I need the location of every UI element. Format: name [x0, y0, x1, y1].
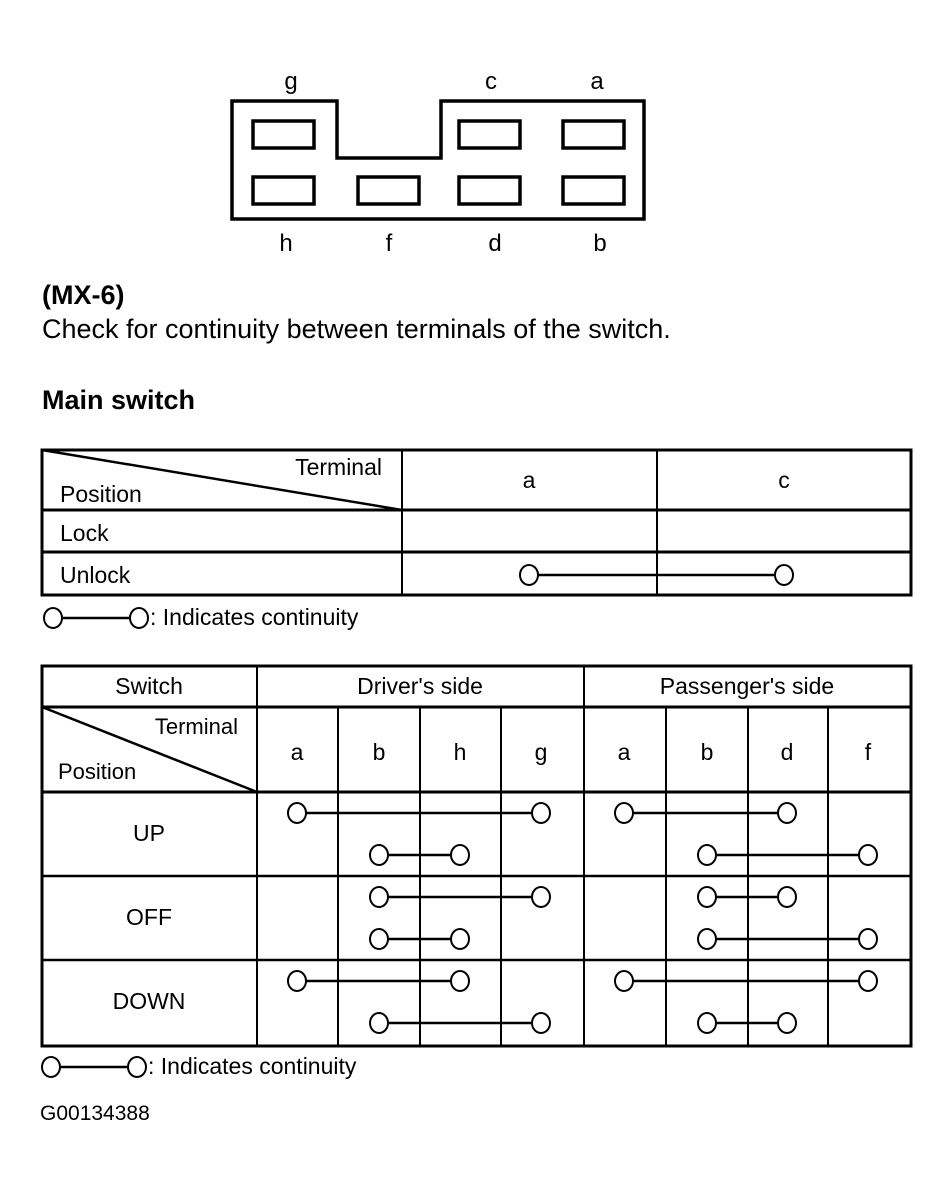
- terminal-node: [777, 886, 797, 908]
- terminal-node: [369, 886, 389, 908]
- legend-text: : Indicates continuity: [150, 604, 359, 630]
- terminal-node: [697, 928, 717, 950]
- corner-terminal-label: Terminal: [155, 714, 238, 739]
- continuity-connection: [369, 928, 470, 950]
- driver-terminal-g: g: [535, 739, 548, 765]
- terminal-header-a: a: [523, 467, 536, 493]
- terminal-node: [519, 564, 539, 586]
- terminal-node: [369, 1012, 389, 1034]
- terminal-node: [531, 1012, 551, 1034]
- connector-outline: [230, 99, 646, 221]
- terminal-node: [614, 802, 634, 824]
- passenger-terminal-f: f: [865, 739, 872, 765]
- power-window-switch-table: Switch Driver's side Passenger's side Te…: [40, 664, 913, 1048]
- continuity-symbol-icon: [41, 1055, 147, 1078]
- continuity-connection: [614, 802, 797, 824]
- terminal-label-b: b: [593, 230, 607, 257]
- terminal-node: [614, 970, 634, 992]
- corner-diagonal: [41, 448, 403, 512]
- continuity-symbol-icon: [43, 606, 149, 629]
- terminal-cavity-h: [251, 175, 316, 206]
- terminal-cavity-c: [457, 119, 522, 150]
- terminal-node: [450, 928, 470, 950]
- terminal-cavity-g: [251, 119, 316, 150]
- continuity-legend-2: : Indicates continuity: [40, 1053, 356, 1080]
- corner-position-label: Position: [58, 759, 136, 784]
- terminal-label-g: g: [284, 68, 298, 95]
- continuity-connection: [369, 844, 470, 866]
- terminal-header-c: c: [778, 467, 790, 493]
- connector-diagram: [230, 99, 646, 221]
- terminal-node: [369, 928, 389, 950]
- row-label-off: OFF: [126, 904, 172, 930]
- row-label-up: UP: [133, 820, 165, 846]
- continuity-connection: [697, 1012, 797, 1034]
- model-title: (MX-6): [42, 280, 125, 310]
- terminal-node: [697, 844, 717, 866]
- terminal-node: [777, 1012, 797, 1034]
- terminal-node: [450, 844, 470, 866]
- terminal-label-d: d: [488, 230, 502, 257]
- figure-id: G00134388: [40, 1102, 150, 1125]
- corner-diagonal: [41, 705, 258, 794]
- terminal-node: [531, 886, 551, 908]
- main-switch-table: Terminal Position a c Lock Unlock: [40, 448, 913, 597]
- terminal-node: [858, 928, 878, 950]
- terminal-node: [858, 844, 878, 866]
- instruction-text: Check for continuity between terminals o…: [42, 314, 671, 344]
- main-switch-heading: Main switch: [42, 385, 196, 415]
- terminal-node: [450, 970, 470, 992]
- continuity-connection: [369, 886, 551, 908]
- continuity-connection: [287, 802, 551, 824]
- continuity-connection: [614, 970, 878, 992]
- terminal-node: [697, 1012, 717, 1034]
- passenger-terminal-d: d: [781, 739, 794, 765]
- terminal-cavity-b: [561, 175, 626, 206]
- driver-terminal-a: a: [291, 739, 304, 765]
- continuity-connection: [697, 886, 797, 908]
- terminal-node: [287, 802, 307, 824]
- group-header-passenger: Passenger's side: [660, 673, 834, 699]
- terminal-label-h: h: [279, 230, 293, 257]
- terminal-cavity-a: [561, 119, 626, 150]
- continuity-connection: [697, 844, 878, 866]
- terminal-node: [697, 886, 717, 908]
- passenger-terminal-a: a: [618, 739, 631, 765]
- continuity-connection: [519, 564, 794, 586]
- driver-terminal-h: h: [454, 739, 467, 765]
- driver-terminal-b: b: [373, 739, 386, 765]
- continuity-connection: [287, 970, 470, 992]
- terminal-node: [531, 802, 551, 824]
- continuity-legend: : Indicates continuity: [42, 604, 358, 631]
- corner-terminal-label: Terminal: [295, 454, 382, 480]
- corner-position-label: Position: [60, 481, 142, 507]
- terminal-node: [287, 970, 307, 992]
- terminal-node: [369, 844, 389, 866]
- terminal-label-f: f: [385, 230, 393, 257]
- row-label-unlock: Unlock: [60, 562, 131, 588]
- passenger-terminal-b: b: [701, 739, 714, 765]
- switch-header: Switch: [115, 673, 183, 699]
- terminal-cavity-d: [457, 175, 522, 206]
- terminal-cavity-f: [356, 175, 421, 206]
- terminal-node: [858, 970, 878, 992]
- terminal-node: [774, 564, 794, 586]
- row-label-down: DOWN: [113, 988, 186, 1014]
- continuity-connection: [697, 928, 878, 950]
- terminal-label-c: c: [485, 68, 497, 95]
- terminal-label-a: a: [590, 68, 604, 95]
- legend-text: : Indicates continuity: [148, 1053, 357, 1079]
- row-label-lock: Lock: [60, 520, 109, 546]
- terminal-node: [777, 802, 797, 824]
- continuity-connection: [369, 1012, 551, 1034]
- group-header-driver: Driver's side: [357, 673, 483, 699]
